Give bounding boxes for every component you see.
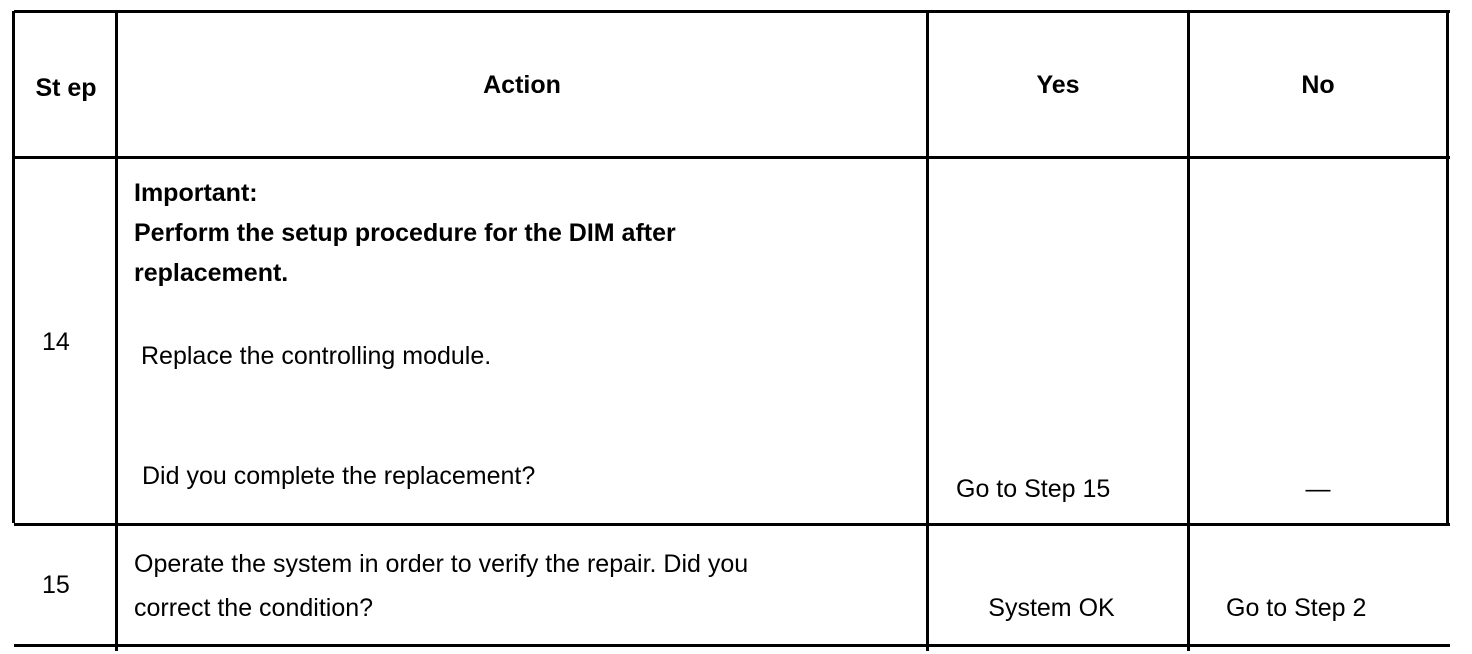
step-14-important-line-1: Perform the setup procedure for the DIM … [134,219,676,247]
step-14-action: Replace the controlling module. [141,342,492,370]
row-divider [14,523,1450,526]
step-14-question: Did you complete the replacement? [142,462,536,490]
table-border-bottom [14,644,1450,647]
step-15-number: 15 [42,571,70,599]
step-14-important-label: Important: [134,179,258,207]
header-action: Action [483,71,561,99]
step-15-no: Go to Step 2 [1226,594,1367,622]
header-yes: Yes [1036,71,1080,99]
table-border-right [1446,11,1449,525]
step-15-yes: System OK [988,594,1115,622]
step-14-number: 14 [42,328,70,356]
table-border-top [14,10,1450,13]
header-step: St ep [35,74,97,102]
header-no: No [1301,71,1335,99]
step-15-action-line-1: Operate the system in order to verify th… [134,550,749,578]
step-15-action-line-2: correct the condition? [134,594,374,622]
header-divider [14,156,1450,159]
step-14-important-line-2: replacement. [134,259,289,287]
table-border-left [12,11,15,523]
column-divider-step [115,11,118,651]
column-divider-action [926,11,929,651]
step-14-yes: Go to Step 15 [956,475,1111,503]
step-14-no: — [1305,475,1331,503]
column-divider-yes [1187,11,1190,651]
